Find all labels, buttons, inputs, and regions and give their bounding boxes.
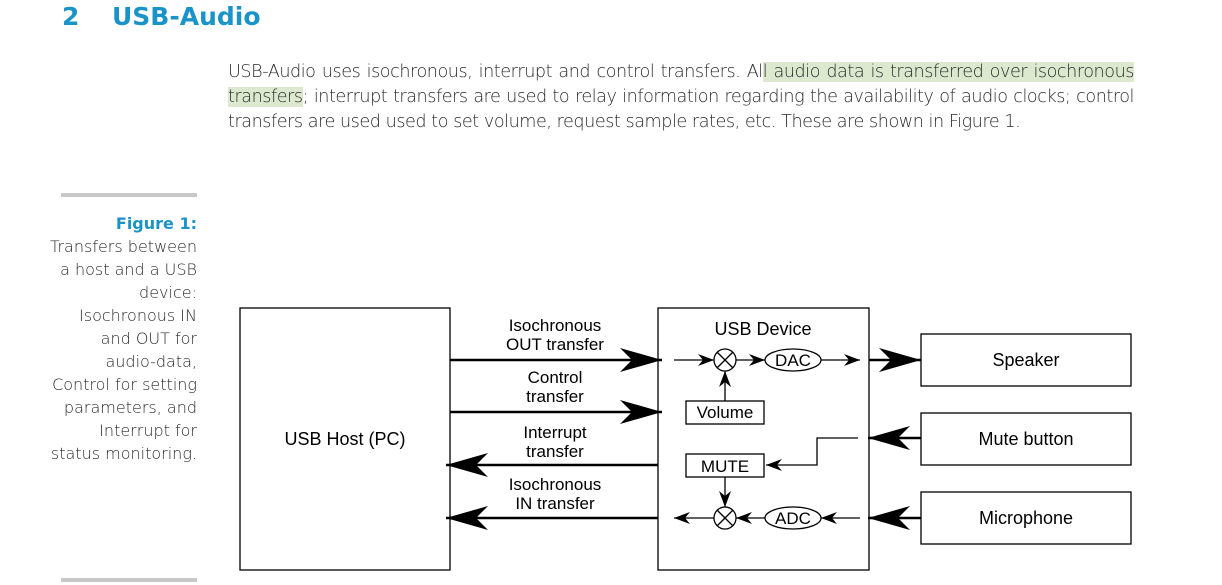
usb-host-box [239, 307, 451, 571]
dac-label: DAC [775, 351, 811, 370]
section-heading: 2 USB-Audio [62, 2, 261, 31]
section-number: 2 [62, 2, 80, 31]
adc-label: ADC [775, 509, 811, 528]
iso-out-label-1: Isochronous [509, 316, 602, 335]
microphone-label: Microphone [979, 508, 1073, 528]
paragraph-text-start: USB-Audio uses isochronous, interrupt an… [228, 62, 763, 82]
interrupt-label-2: transfer [526, 442, 584, 461]
mute-button-box [920, 412, 1132, 466]
volume-label: Volume [697, 403, 754, 422]
input-multiplier [713, 506, 737, 530]
usb-audio-diagram: USB Host (PC) USB Device Isochronous OUT… [239, 307, 1132, 571]
microphone-box [920, 491, 1132, 545]
speaker-label: Speaker [992, 350, 1059, 370]
iso-in-label-1: Isochronous [509, 475, 602, 494]
section-title: USB-Audio [112, 2, 261, 31]
iso-out-label-2: OUT transfer [506, 335, 604, 354]
figure-caption-text: Transfers between a host and a USB devic… [50, 237, 197, 463]
mute-button-label: Mute button [978, 429, 1073, 449]
control-label-1: Control [528, 368, 583, 387]
body-paragraph: USB-Audio uses isochronous, interrupt an… [228, 60, 1134, 135]
control-label-2: transfer [526, 387, 584, 406]
iso-in-label-2: IN transfer [515, 494, 595, 513]
mute-signal-line [766, 437, 858, 471]
caption-rule-bottom [61, 578, 197, 582]
mute-label: MUTE [701, 457, 749, 476]
caption-rule-top [61, 193, 197, 197]
output-multiplier [713, 348, 737, 372]
figure-label: Figure 1: [115, 214, 197, 233]
usb-host-label: USB Host (PC) [284, 429, 405, 449]
usb-device-label: USB Device [714, 319, 811, 339]
speaker-box [920, 333, 1132, 387]
paragraph-text-end: ; interrupt transfers are used to relay … [228, 87, 1134, 132]
interrupt-label-1: Interrupt [523, 423, 587, 442]
usb-device-box [657, 307, 870, 571]
figure-caption: Figure 1: Transfers between a host and a… [50, 212, 197, 465]
